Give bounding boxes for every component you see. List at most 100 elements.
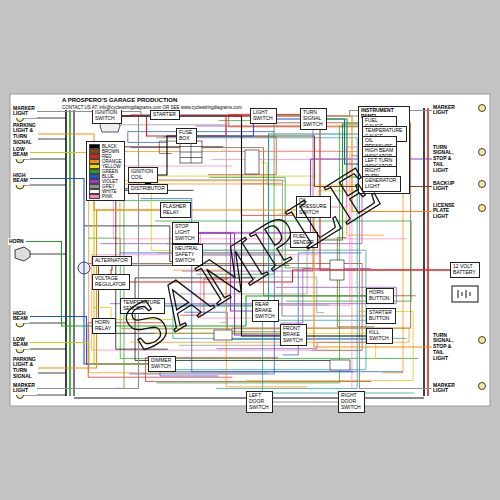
lamp-label: HIGH BEAM [12, 310, 30, 323]
wire [273, 401, 338, 402]
legend-text: WHITE [102, 189, 117, 194]
harness-wire [263, 320, 415, 393]
lamp-label: LOW BEAM [12, 336, 30, 349]
legend-entry: PINK [89, 194, 122, 199]
component-label: LOW BEAM [13, 337, 29, 349]
legend-text: BROWN [102, 149, 119, 154]
lamp-symbol [16, 105, 486, 399]
legend-text: BLACK [102, 144, 117, 149]
lamp-label: MARKER LIGHT [432, 382, 457, 395]
poster-sheet [10, 94, 490, 406]
diagram-title: A PROSPERO'S GARAGE PRODUCTION [62, 97, 177, 103]
component-box: STOP LIGHT SWITCH [172, 222, 199, 244]
lamp-label: LICENSE PLATE LIGHT [432, 202, 457, 221]
battery-symbol [452, 286, 478, 302]
lamp-label: HORN [8, 238, 26, 245]
lamp-label: PARKING LIGHT & TURN SIGNAL [12, 122, 38, 146]
component-box: 12 VOLT BATTERY [450, 262, 480, 278]
component-label: HIGH BEAM [13, 311, 29, 323]
component-box: RIGHT DOOR SWITCH [338, 391, 365, 413]
component-label: KILL SWITCH [369, 330, 390, 342]
component-box: REAR BRAKE SWITCH [252, 300, 279, 322]
component-label: STARTER BUTTON [369, 310, 393, 322]
component-label: PARKING LIGHT & TURN SIGNAL [13, 123, 37, 146]
component-label: HORN RELAY [95, 320, 113, 332]
wire-bundle [84, 114, 418, 393]
component-box: DISTRIBUTOR [128, 184, 168, 194]
lamp-label: BACKUP LIGHT [432, 180, 457, 193]
lamp-label: TURN SIGNAL, STOP & TAIL LIGHT [432, 332, 456, 362]
component-label: HIGH BEAM [13, 173, 29, 185]
component-label: MARKER LIGHT [433, 383, 456, 395]
component-box: ALTERNATOR [92, 256, 132, 266]
component-label: MARKER LIGHT [433, 105, 456, 117]
wire [37, 112, 250, 117]
component-label: TURN SIGNAL, STOP & TAIL LIGHT [433, 333, 455, 362]
fuse-block [180, 141, 202, 163]
legend-text: GREEN [102, 169, 118, 174]
component-box: FLASHER RELAY [160, 202, 191, 218]
legend-text: ORANGE [102, 159, 122, 164]
component-label: FRONT BRAKE SWITCH [283, 326, 304, 343]
component-box: STARTER BUTTON [366, 308, 396, 324]
wire [38, 134, 160, 210]
component-label: TURN SIGNAL, STOP & TAIL LIGHT [433, 145, 455, 174]
lamp-label: PARKING LIGHT & TURN SIGNAL [12, 356, 38, 380]
legend-text: BLUE [102, 174, 114, 179]
component-label: HORN BUTTON [369, 290, 391, 302]
component-label: LICENSE PLATE LIGHT [433, 203, 456, 220]
legend-text: PINK [102, 194, 113, 199]
legend-text: RED [102, 154, 112, 159]
component-label: VOLTAGE REGULATOR [95, 276, 127, 288]
component-label: STARTER [153, 112, 177, 118]
component-box: FUSE BOX [176, 128, 197, 144]
color-legend: BLACKBROWNREDORANGEYELLOWGREENBLUEVIOLET… [86, 141, 125, 201]
component-label: RIGHT DOOR SWITCH [341, 393, 362, 410]
component-label: LOW BEAM [13, 147, 29, 159]
component-label: 12 VOLT BATTERY [453, 264, 477, 276]
lamp-label: MARKER LIGHT [432, 104, 457, 117]
component-label: FUSE BOX [179, 130, 194, 142]
legend-text: VIOLET [102, 179, 118, 184]
component-label: BACKUP LIGHT [433, 181, 456, 193]
wire [30, 179, 148, 365]
legend-text: GREY [102, 184, 115, 189]
lamp-label: MARKER LIGHT [12, 382, 37, 395]
component-box: STARTER [150, 110, 180, 120]
component-box: HORN RELAY [92, 318, 116, 334]
main-harness [66, 108, 428, 398]
component-box: LEFT DOOR SWITCH [246, 391, 273, 413]
legend-text: YELLOW [102, 164, 121, 169]
component-label: IGNITION SWITCH [95, 110, 119, 122]
wire [30, 343, 148, 365]
component-label: IGNITION COIL [131, 169, 155, 181]
component-box: VOLTAGE REGULATOR [92, 274, 130, 290]
component-label: MARKER LIGHT [13, 383, 36, 395]
component-box: LIGHT SWITCH [250, 108, 277, 124]
component-box: FRONT BRAKE SWITCH [280, 324, 307, 346]
lamp-label: MARKER LIGHT [12, 105, 37, 118]
contact-line: CONTACT US AT: info@cyclewiringdiagrams.… [62, 105, 242, 110]
component-label: LEFT DOOR SWITCH [249, 393, 270, 410]
component-label: FLASHER RELAY [163, 204, 188, 216]
horn-symbol [15, 247, 30, 261]
component-box: IGNITION COIL [128, 167, 158, 183]
component-label: MARKER LIGHT [13, 106, 36, 118]
component-label: LIGHT SWITCH [253, 110, 274, 122]
component-box: HORN BUTTON [366, 288, 394, 304]
component-label: PARKING LIGHT & TURN SIGNAL [13, 357, 37, 380]
component-label: DISTRIBUTOR [131, 186, 165, 192]
wire [197, 116, 250, 136]
wire [158, 136, 176, 175]
component-box: KILL SWITCH [366, 328, 393, 344]
wire [26, 242, 92, 327]
component-label: STOP LIGHT SWITCH [175, 224, 196, 241]
lamp-label: LOW BEAM [12, 146, 30, 159]
wire [197, 119, 300, 136]
component-label: ALTERNATOR [95, 258, 129, 264]
component-label: HORN [9, 239, 25, 245]
legend-swatch [89, 194, 100, 199]
component-box: IGNITION SWITCH [92, 108, 122, 124]
component-label: REAR BRAKE SWITCH [255, 302, 276, 319]
